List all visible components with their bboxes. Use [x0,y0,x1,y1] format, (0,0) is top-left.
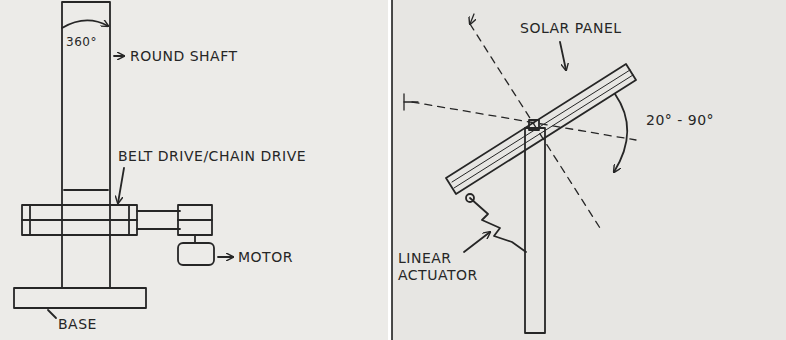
pulley-edge [128,205,130,235]
left-sheet [0,0,388,340]
axis-line [470,24,600,228]
part-label: LINEAR ACTUATOR [398,250,494,284]
panel-hatch [452,70,630,182]
axis-end [404,101,418,102]
shaft-mark [64,189,108,191]
support-post [525,128,545,333]
divider-line [391,0,393,340]
belt [137,210,180,212]
leader-line [114,55,124,57]
leader-line [218,256,233,258]
part-label: BASE [58,316,97,333]
solar-panel [446,64,636,194]
large-pulley [22,205,137,235]
angle-label: 20° - 90° [646,112,714,129]
right-sheet [392,0,786,340]
part-label: MOTOR [238,249,293,266]
leader-line [560,42,566,70]
pulley-groove [22,219,137,221]
linear-actuator [470,198,526,252]
part-label: ROUND SHAFT [130,48,238,65]
motor-shaft [194,235,196,243]
motor-body [178,243,214,265]
pulley-groove [178,219,212,221]
panel-hatch [454,75,633,188]
part-label: BELT DRIVE/CHAIN DRIVE [118,148,306,165]
base-plate [14,288,146,308]
small-pulley [178,205,212,235]
leader-line [118,168,124,203]
divider [388,0,392,340]
axis-arrow [470,14,474,24]
axis-line [412,102,636,140]
tilt-arc [614,94,627,172]
leader-line [464,232,490,252]
actuator-joint [466,194,474,202]
pulley-edge [29,205,31,235]
rotation-label: 360° [66,34,97,51]
part-label: SOLAR PANEL [520,20,622,37]
belt [137,228,180,230]
rotation-arc [62,20,108,28]
round-shaft [62,2,110,288]
leader-line [48,310,56,318]
